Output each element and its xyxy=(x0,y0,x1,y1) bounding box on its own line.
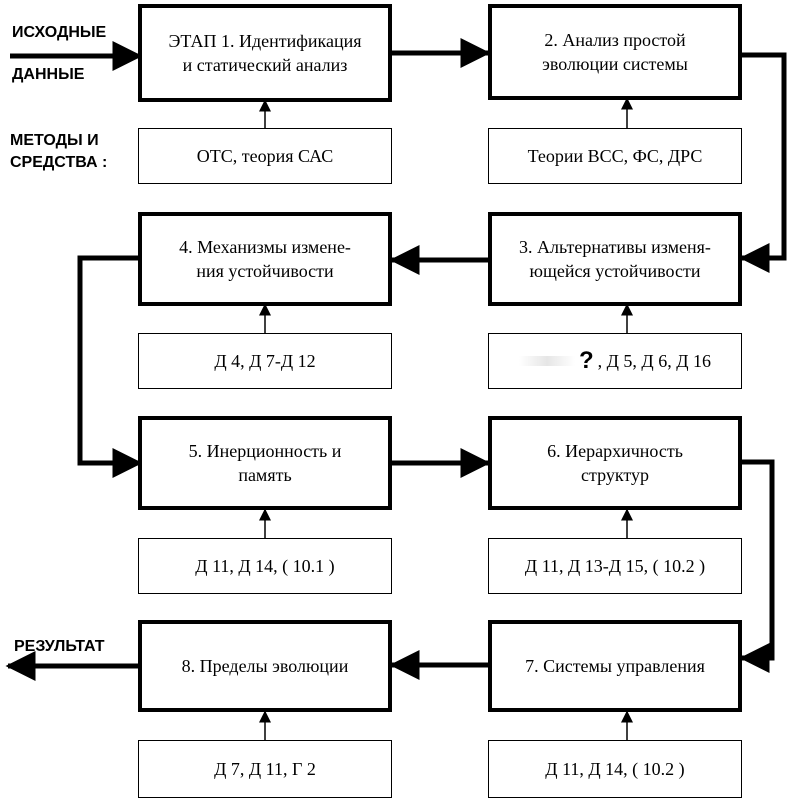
stage-6-box: 6. Иерархичность структур xyxy=(488,416,742,510)
method-1-text: ОТС, теория САС xyxy=(196,146,334,166)
stage-7-box: 7. Системы управления xyxy=(488,620,742,712)
methods-label-line1: МЕТОДЫ И xyxy=(10,132,99,149)
method-8-text: Д 7, Д 11, Г 2 xyxy=(214,759,316,779)
arrow-4-5 xyxy=(77,255,143,478)
stage-1-box: ЭТАП 1. Идентификация и статический анали… xyxy=(138,4,392,102)
method-box-3: ? , Д 5, Д 6, Д 16 xyxy=(488,333,742,389)
method-box-4: Д 4, Д 7-Д 12 xyxy=(138,333,392,389)
stage-1-line1: ЭТАП 1. Идентификация xyxy=(168,31,362,51)
method-box-7: Д 11, Д 14, ( 10.2 ) xyxy=(488,740,742,798)
arrow-2-3 xyxy=(739,52,787,273)
stage-8-box: 8. Пределы эволюции xyxy=(138,620,392,712)
method-7-text: Д 11, Д 14, ( 10.2 ) xyxy=(545,759,685,779)
stage-2-line1: 2. Анализ простой xyxy=(544,30,686,50)
methods-label-line2: СРЕДСТВА : xyxy=(10,154,108,171)
result-label: РЕЗУЛЬТАТ xyxy=(14,638,105,655)
input-label-line1: ИСХОДНЫЕ xyxy=(12,24,107,41)
stage-5-line2: память xyxy=(238,465,292,485)
stage-2-line2: эволюции системы xyxy=(542,54,688,74)
stage-3-box: 3. Альтернативы изменя-ющейся устойчивос… xyxy=(488,212,742,306)
faded-text-blur xyxy=(518,356,575,366)
method-4-text: Д 4, Д 7-Д 12 xyxy=(214,351,316,371)
method-box-2: Теории ВСС, ФС, ДРС xyxy=(488,128,742,184)
stage-6-line2: структур xyxy=(581,465,649,485)
method-box-8: Д 7, Д 11, Г 2 xyxy=(138,740,392,798)
method-5-text: Д 11, Д 14, ( 10.1 ) xyxy=(195,556,335,576)
method-3-text: , Д 5, Д 6, Д 16 xyxy=(597,351,711,371)
stage-6-line1: 6. Иерархичность xyxy=(547,441,683,461)
stage-3-line1: 3. Альтернативы изменя- xyxy=(519,237,711,257)
stage-8-line1: 8. Пределы эволюции xyxy=(181,656,349,676)
stage-5-box: 5. Инерционность и память xyxy=(138,416,392,510)
question-mark: ? xyxy=(578,347,594,374)
method-box-6: Д 11, Д 13-Д 15, ( 10.2 ) xyxy=(488,538,742,594)
method-box-5: Д 11, Д 14, ( 10.1 ) xyxy=(138,538,392,594)
stage-7-line1: 7. Системы управления xyxy=(525,656,705,676)
stage-4-line2: ния устойчивости xyxy=(196,261,334,281)
input-label-line2: ДАННЫЕ xyxy=(12,66,85,83)
arrow-6-7 xyxy=(739,459,775,673)
method-box-1: ОТС, теория САС xyxy=(138,128,392,184)
stage-2-box: 2. Анализ простой эволюции системы xyxy=(488,4,742,100)
stage-3-line2: ющейся устойчивости xyxy=(529,261,701,281)
method-6-text: Д 11, Д 13-Д 15, ( 10.2 ) xyxy=(524,556,706,576)
stage-1-line2: и статический анализ xyxy=(182,55,348,75)
method-2-text: Теории ВСС, ФС, ДРС xyxy=(527,146,703,166)
stage-5-line1: 5. Инерционность и xyxy=(188,441,342,461)
stage-4-box: 4. Механизмы измене-ния устойчивости xyxy=(138,212,392,306)
stage-4-line1: 4. Механизмы измене- xyxy=(179,237,351,257)
